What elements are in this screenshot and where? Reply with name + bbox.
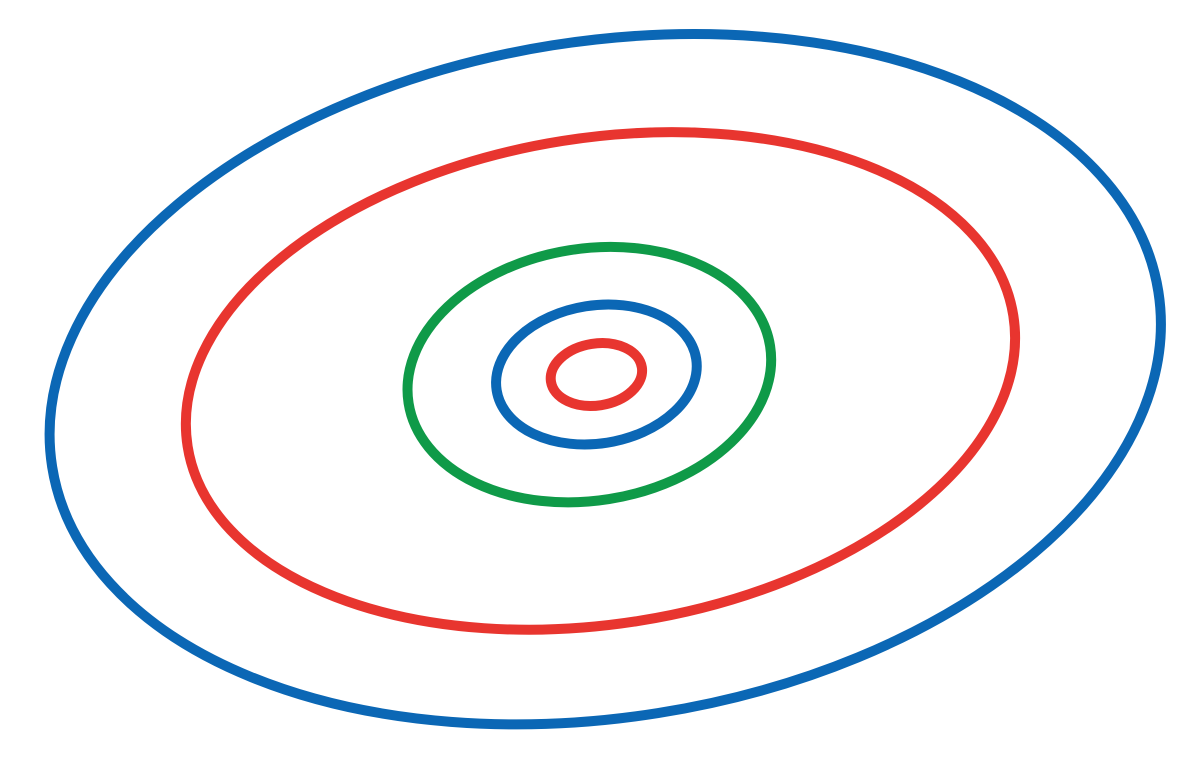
ring-medium-green [402,241,777,508]
ring-small-blue [491,299,702,450]
ring-inner-red [545,338,648,411]
ring-large-red [180,127,1021,635]
